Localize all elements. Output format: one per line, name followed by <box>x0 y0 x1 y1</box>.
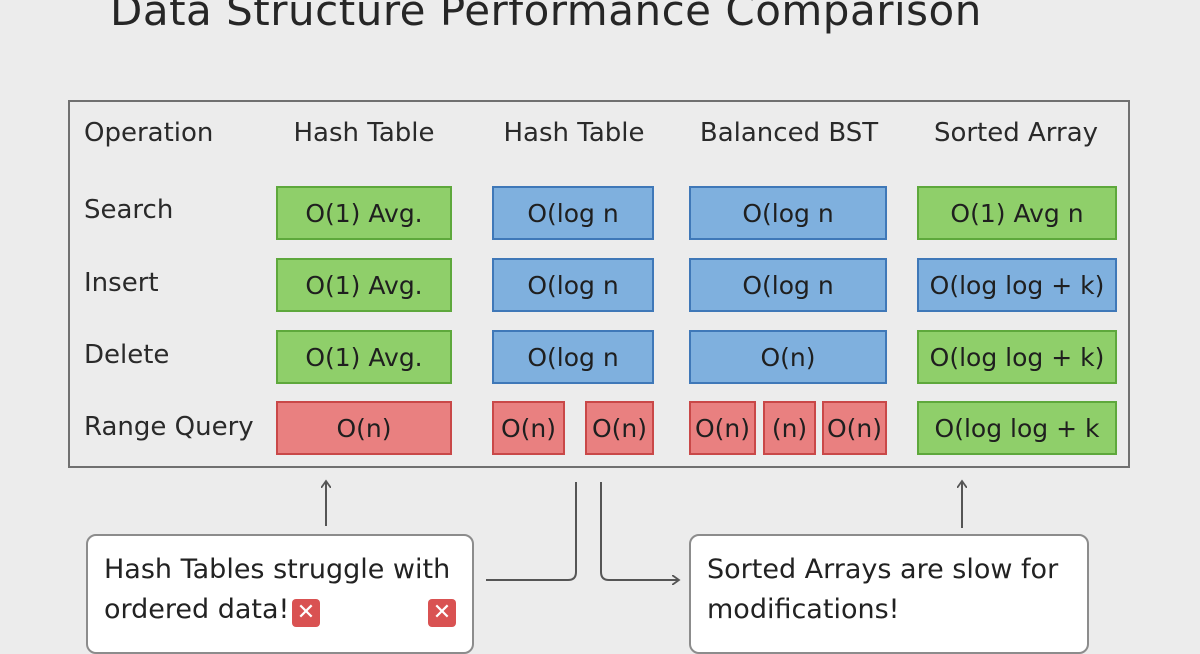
callout-hash-tables: Hash Tables struggle with ordered data! <box>86 534 474 654</box>
error-x-icon: ✕ <box>292 599 320 627</box>
row-label-delete: Delete <box>84 340 170 370</box>
cell-search-sorted-array: O(1) Avg n <box>917 186 1117 240</box>
header-balanced-bst: Balanced BST <box>699 118 879 148</box>
cell-insert-hash-table-2: O(log n <box>492 258 654 312</box>
header-hash-table-1: Hash Table <box>293 118 435 148</box>
row-label-search: Search <box>84 195 174 225</box>
header-sorted-array: Sorted Array <box>933 118 1099 148</box>
cell-delete-hash-table-1: O(1) Avg. <box>276 330 452 384</box>
callout-hash-line1: Hash Tables struggle with <box>104 554 451 585</box>
cell-range-bst-b: (n) <box>763 401 816 455</box>
cell-search-balanced-bst: O(log n <box>689 186 887 240</box>
cell-range-hash-table-2a: O(n) <box>492 401 565 455</box>
cell-range-bst-c: O(n) <box>822 401 887 455</box>
cell-delete-sorted-array: O(log log + k) <box>917 330 1117 384</box>
cell-range-hash-table-1: O(n) <box>276 401 452 455</box>
header-hash-table-2: Hash Table <box>503 118 645 148</box>
cell-range-sorted-array: O(log log + k <box>917 401 1117 455</box>
cell-search-hash-table-1: O(1) Avg. <box>276 186 452 240</box>
cell-search-hash-table-2: O(log n <box>492 186 654 240</box>
cell-delete-balanced-bst: O(n) <box>689 330 887 384</box>
error-x-icon: ✕ <box>428 599 456 627</box>
connector-left-elbow <box>486 482 577 581</box>
row-label-range-query: Range Query <box>84 412 254 442</box>
callout-sorted-line2: modifications! <box>707 594 900 625</box>
cell-range-bst-a: O(n) <box>689 401 756 455</box>
connector-right-elbow <box>600 482 678 580</box>
callout-sorted-arrays: Sorted Arrays are slow for modifications… <box>689 534 1089 654</box>
cell-insert-balanced-bst: O(log n <box>689 258 887 312</box>
callout-hash-line2: ordered data! <box>104 594 290 625</box>
connector-arrows <box>0 0 1200 630</box>
cell-range-hash-table-2b: O(n) <box>585 401 654 455</box>
cell-insert-sorted-array: O(log log + k) <box>917 258 1117 312</box>
row-label-insert: Insert <box>84 268 159 298</box>
header-operation: Operation <box>84 118 214 148</box>
callout-sorted-line1: Sorted Arrays are slow for <box>707 554 1059 585</box>
diagram-title: Data Structure Performance Comparison <box>110 0 982 35</box>
cell-delete-hash-table-2: O(log n <box>492 330 654 384</box>
cell-insert-hash-table-1: O(1) Avg. <box>276 258 452 312</box>
